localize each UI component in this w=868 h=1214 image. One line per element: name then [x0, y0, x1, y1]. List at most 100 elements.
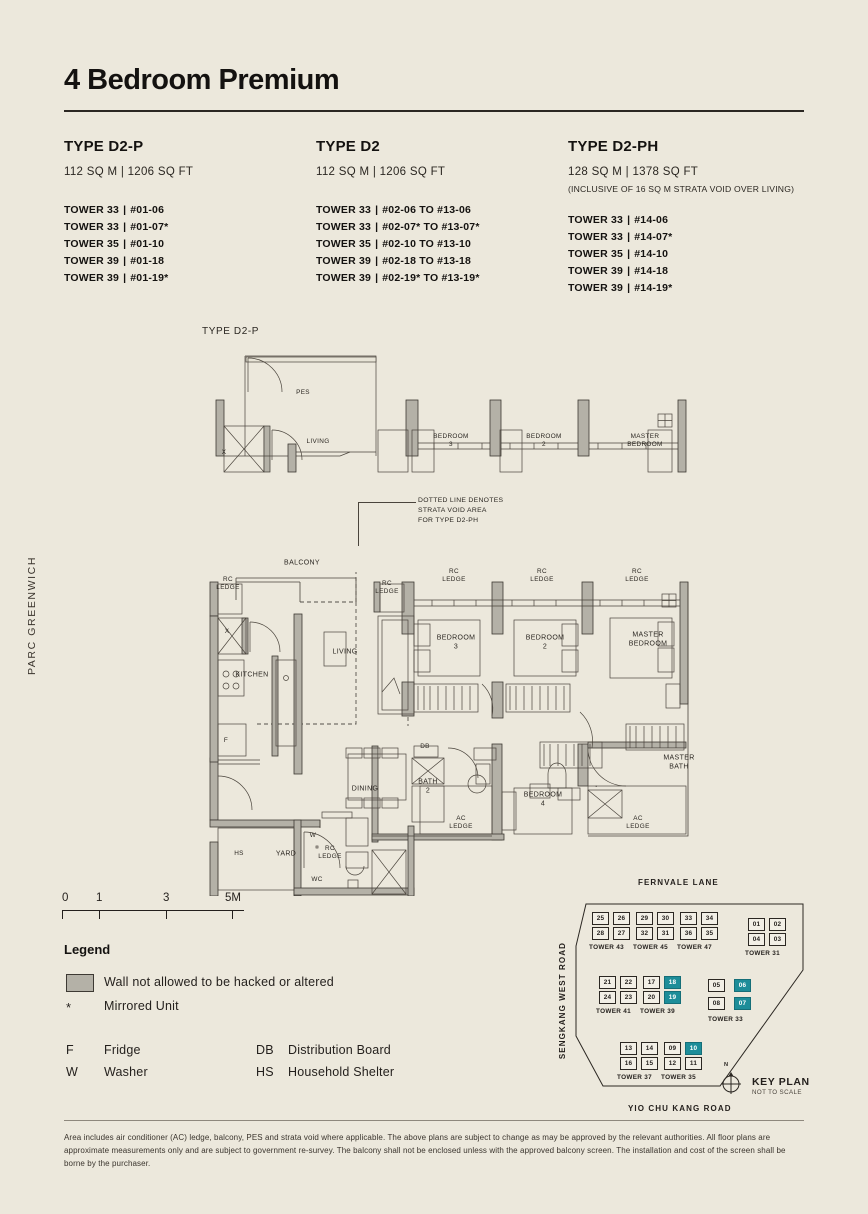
room-label-kitchen: KITCHEN [235, 671, 269, 679]
key-plan-unit-26[interactable]: 26 [613, 912, 630, 925]
abbrev-key-f: F [66, 1043, 74, 1057]
strata-void-callout: DOTTED LINE DENOTES STRATA VOID AREA FOR… [418, 496, 503, 527]
room-label-living: LIVING [306, 438, 330, 446]
key-plan-unit-14[interactable]: 14 [641, 1042, 658, 1055]
room-label-living: LIVING [332, 648, 358, 656]
type-name: TYPE D2 [316, 138, 380, 155]
key-plan-unit-08[interactable]: 08 [708, 997, 725, 1010]
key-plan-unit-34[interactable]: 34 [701, 912, 718, 925]
key-plan-unit-22[interactable]: 22 [620, 976, 637, 989]
key-plan-unit-09[interactable]: 09 [664, 1042, 681, 1055]
key-plan-unit-01[interactable]: 01 [748, 918, 765, 931]
scale-tick-label: 3 [163, 892, 170, 904]
key-plan-unit-35[interactable]: 35 [701, 927, 718, 940]
callout-leader-vertical [358, 502, 359, 546]
page-title: 4 Bedroom Premium [64, 64, 340, 96]
key-plan-unit-02[interactable]: 02 [769, 918, 786, 931]
tower-label: TOWER 39 [64, 272, 120, 284]
callout-line-1: DOTTED LINE DENOTES [418, 497, 504, 504]
key-plan-unit-25[interactable]: 25 [592, 912, 609, 925]
tower-label: TOWER 39 [64, 255, 120, 267]
label-washer: W [309, 832, 317, 840]
upper-plan-caption: TYPE D2-P [202, 326, 260, 337]
callout-line-2: STRATA VOID AREA [418, 507, 487, 515]
unit-label: #01-06 [130, 204, 165, 216]
key-plan-unit-04[interactable]: 04 [748, 933, 765, 946]
separator: | [627, 282, 631, 295]
scale-tick [232, 910, 234, 919]
unit-row: TOWER 39|#14-19* [568, 280, 818, 297]
room-label-x: X [221, 449, 227, 457]
key-plan-unit-21[interactable]: 21 [599, 976, 616, 989]
type-column-d2p: TYPE D2-P 112 SQ M | 1206 SQ FT TOWER 33… [64, 138, 314, 287]
key-plan-unit-32[interactable]: 32 [636, 927, 653, 940]
key-plan-unit-29[interactable]: 29 [636, 912, 653, 925]
key-plan-unit-33[interactable]: 33 [680, 912, 697, 925]
scale-tick [166, 910, 168, 919]
unit-row: TOWER 33|#01-07* [64, 219, 314, 236]
key-plan-unit-06[interactable]: 06 [734, 979, 751, 992]
key-plan-unit-12[interactable]: 12 [664, 1057, 681, 1070]
key-plan-unit-03[interactable]: 03 [769, 933, 786, 946]
unit-row: TOWER 33|#01-06 [64, 202, 314, 219]
type-area: 112 SQ M | 1206 SQ FT [64, 166, 194, 178]
key-plan-unit-05[interactable]: 05 [708, 979, 725, 992]
label-fridge: F [223, 737, 229, 745]
unit-label: #02-06 TO #13-06 [382, 204, 472, 216]
room-label-dining: DINING [351, 785, 379, 793]
legend-wall-swatch [66, 974, 94, 992]
unit-list: TOWER 33|#02-06 TO #13-06 TOWER 33|#02-0… [316, 202, 566, 287]
tower-label: TOWER 33 [568, 214, 624, 227]
key-plan-unit-36[interactable]: 36 [680, 927, 697, 940]
tower-label: TOWER 39 [568, 265, 624, 278]
abbrev-value-w: Washer [104, 1065, 148, 1079]
unit-label: #02-19* TO #13-19* [382, 272, 480, 284]
key-plan-unit-24[interactable]: 24 [599, 991, 616, 1004]
main-floor-plan [209, 572, 689, 896]
tower-label: TOWER 39 [568, 282, 624, 295]
key-plan-unit-30[interactable]: 30 [657, 912, 674, 925]
scale-tick-label: 0 [62, 892, 69, 904]
key-plan-unit-23[interactable]: 23 [620, 991, 637, 1004]
key-plan-unit-20[interactable]: 20 [643, 991, 660, 1004]
separator: | [123, 272, 127, 284]
key-plan-unit-10[interactable]: 10 [685, 1042, 702, 1055]
key-plan-unit-19[interactable]: 19 [664, 991, 681, 1004]
scale-tick [99, 910, 101, 919]
key-plan-unit-16[interactable]: 16 [620, 1057, 637, 1070]
key-plan-unit-31[interactable]: 31 [657, 927, 674, 940]
unit-row: TOWER 33|#02-07* TO #13-07* [316, 219, 566, 236]
key-plan-unit-07[interactable]: 07 [734, 997, 751, 1010]
key-plan-unit-18[interactable]: 18 [664, 976, 681, 989]
callout-leader-horizontal [358, 502, 416, 503]
key-plan-unit-28[interactable]: 28 [592, 927, 609, 940]
key-plan-unit-17[interactable]: 17 [643, 976, 660, 989]
key-plan-tower-41: TOWER 41 [596, 1008, 631, 1015]
unit-row: TOWER 33|#14-06 [568, 212, 818, 229]
type-column-d2: TYPE D2 112 SQ M | 1206 SQ FT TOWER 33|#… [316, 138, 566, 287]
tower-label: TOWER 33 [64, 221, 120, 233]
key-plan-unit-11[interactable]: 11 [685, 1057, 702, 1070]
legend-star-label: Mirrored Unit [104, 999, 179, 1013]
road-label-yio-chu-kang-road: YIO CHU KANG ROAD [628, 1104, 732, 1113]
disclaimer-text: Area includes air conditioner (AC) ledge… [64, 1133, 786, 1168]
key-plan-unit-15[interactable]: 15 [641, 1057, 658, 1070]
tower-label: TOWER 39 [316, 272, 372, 284]
abbrev-value-hs: Household Shelter [288, 1065, 395, 1079]
abbrev-value-db: Distribution Board [288, 1043, 391, 1057]
scale-bar: 0 1 3 5M [62, 892, 244, 920]
type-area: 128 SQ M | 1378 SQ FT [568, 166, 699, 178]
key-plan-unit-27[interactable]: 27 [613, 927, 630, 940]
unit-label: #02-07* TO #13-07* [382, 221, 480, 233]
key-plan-tower-45: TOWER 45 [633, 944, 668, 951]
key-plan-unit-13[interactable]: 13 [620, 1042, 637, 1055]
